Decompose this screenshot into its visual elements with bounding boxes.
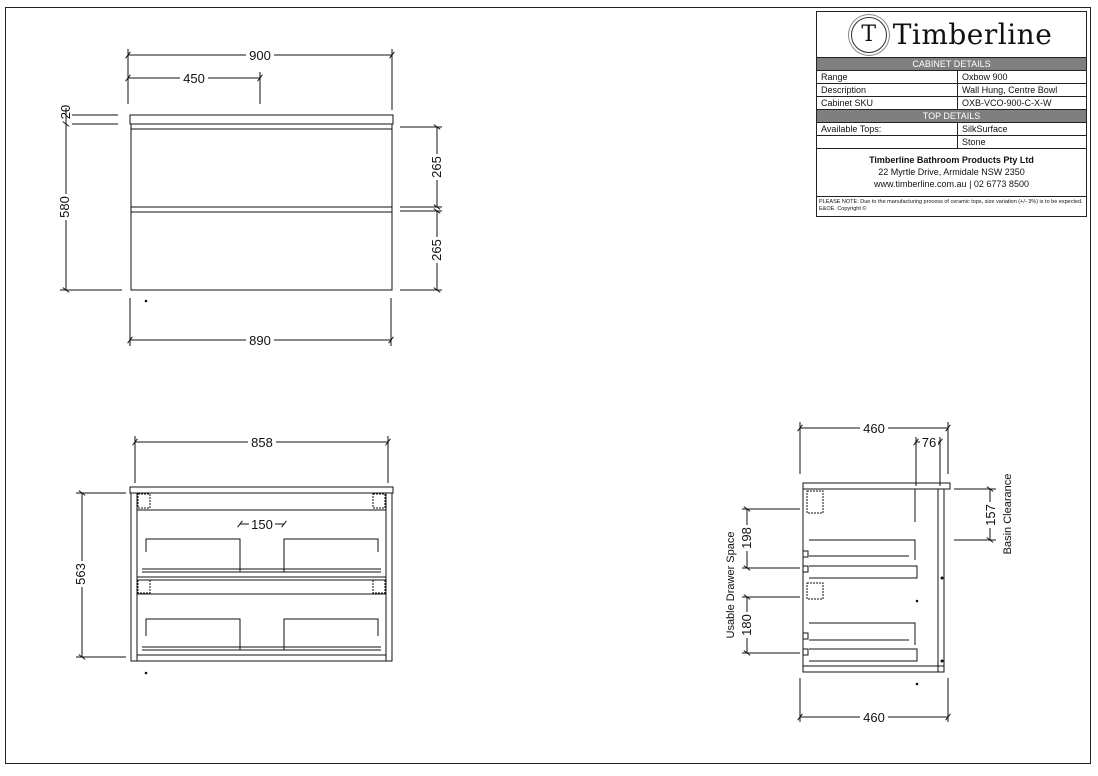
detail-value: Oxbow 900 xyxy=(957,70,1086,84)
usable-drawer-space-label: Usable Drawer Space xyxy=(725,532,737,639)
cabinet-details-heading: CABINET DETAILS xyxy=(817,57,1086,70)
internal-view xyxy=(76,436,394,675)
company-contact: www.timberline.com.au | 02 6773 8500 xyxy=(874,179,1029,189)
top-details-heading: TOP DETAILS xyxy=(817,109,1086,122)
front-view-labels: 900 450 20 580 265 265 890 xyxy=(57,48,444,348)
brand-name: Timberline xyxy=(892,18,1053,51)
company-info: Timberline Bathroom Products Pty Ltd 22 … xyxy=(817,148,1086,196)
dim-centre-gap: 150 xyxy=(251,517,273,532)
company-name: Timberline Bathroom Products Pty Ltd xyxy=(869,155,1034,165)
drawing-border xyxy=(5,7,1091,764)
dim-drawer-space-lower: 180 xyxy=(739,614,754,636)
dim-basin-offset: 76 xyxy=(922,435,936,450)
dim-basin-clearance: 157 xyxy=(983,504,998,526)
detail-label: Available Tops: xyxy=(817,122,958,136)
side-view-labels: 460 76 157 Basin Clearance 198 180 Usabl… xyxy=(725,421,1014,725)
detail-value: SilkSurface xyxy=(957,122,1086,136)
detail-label: Cabinet SKU xyxy=(817,96,958,109)
dim-total-height: 580 xyxy=(57,196,72,218)
internal-view-labels: 858 563 150 xyxy=(73,435,276,587)
dim-front-half-width: 450 xyxy=(183,71,205,86)
table-row: Stone xyxy=(817,135,1086,148)
side-view xyxy=(742,422,996,722)
top-details-table: Available Tops: SilkSurface Stone xyxy=(817,122,1086,148)
detail-label: Description xyxy=(817,83,958,97)
dim-inner-height: 563 xyxy=(73,563,88,585)
dim-side-depth-bottom: 460 xyxy=(863,710,885,725)
front-view xyxy=(60,49,442,346)
brand-logo: T Timberline xyxy=(817,12,1086,57)
dim-front-width-top: 900 xyxy=(249,48,271,63)
dim-front-width-bottom: 890 xyxy=(249,333,271,348)
company-address: 22 Myrtle Drive, Armidale NSW 2350 xyxy=(878,167,1025,177)
detail-value: Wall Hung, Centre Bowl xyxy=(957,83,1086,97)
disclaimer-note: PLEASE NOTE: Due to the manufacturing pr… xyxy=(817,196,1086,216)
front-top-slab xyxy=(129,114,394,125)
dim-drawer-space-upper: 198 xyxy=(739,527,754,549)
detail-value: OXB-VCO-900-C-X-W xyxy=(957,96,1086,109)
basin-clearance-label: Basin Clearance xyxy=(1002,474,1014,555)
dim-drawer-lower: 265 xyxy=(429,239,444,261)
detail-label xyxy=(817,135,958,148)
dim-inner-width: 858 xyxy=(251,435,273,450)
logo-t-icon: T xyxy=(850,16,887,53)
title-block: T Timberline CABINET DETAILS Range Oxbow… xyxy=(816,11,1087,217)
table-row: Cabinet SKU OXB-VCO-900-C-X-W xyxy=(817,96,1086,109)
detail-label: Range xyxy=(817,70,958,84)
table-row: Description Wall Hung, Centre Bowl xyxy=(817,83,1086,97)
detail-value: Stone xyxy=(957,135,1086,148)
table-row: Available Tops: SilkSurface xyxy=(817,122,1086,136)
front-upper-drawer xyxy=(130,123,393,208)
table-row: Range Oxbow 900 xyxy=(817,70,1086,84)
dim-side-depth-top: 460 xyxy=(863,421,885,436)
dim-drawer-upper: 265 xyxy=(429,156,444,178)
dim-top-thickness: 20 xyxy=(58,105,73,119)
cabinet-details-table: Range Oxbow 900 Description Wall Hung, C… xyxy=(817,70,1086,109)
front-lower-drawer xyxy=(130,206,393,291)
